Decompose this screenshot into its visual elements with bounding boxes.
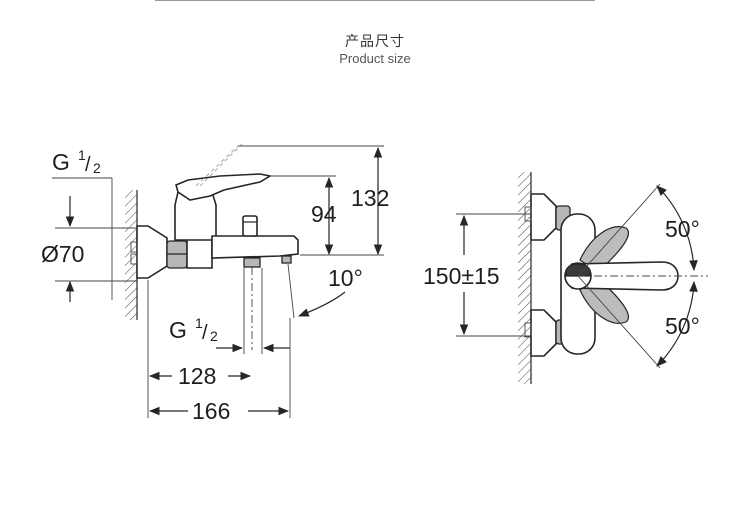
svg-text:G: G bbox=[169, 317, 187, 343]
title-english: Product size bbox=[339, 51, 411, 66]
wall-hatch-front bbox=[518, 172, 531, 384]
svg-text:G: G bbox=[52, 149, 70, 175]
dim-angle-bottom: 50° bbox=[665, 313, 700, 339]
dim-height-total: 132 bbox=[351, 185, 389, 211]
svg-text:1: 1 bbox=[195, 315, 203, 331]
dim-spacing: 150±15 bbox=[423, 263, 500, 289]
dim-angle-top: 50° bbox=[665, 216, 700, 242]
lever-ghost bbox=[195, 145, 239, 187]
aerator bbox=[281, 255, 292, 264]
front-view: 50° 50° 150±15 bbox=[423, 172, 708, 384]
spout bbox=[211, 235, 299, 259]
escutcheon-top bbox=[530, 193, 557, 241]
thread-label-bottom: G 1 / 2 bbox=[169, 315, 218, 344]
dim-height-outlet: 94 bbox=[311, 201, 337, 227]
svg-text:/: / bbox=[85, 154, 91, 176]
title-chinese: 产品尺寸 bbox=[345, 34, 405, 50]
escutcheon bbox=[136, 225, 168, 279]
svg-text:/: / bbox=[202, 322, 208, 344]
dim-depth-total: 166 bbox=[192, 398, 230, 424]
svg-text:2: 2 bbox=[210, 328, 218, 344]
diverter-knob bbox=[242, 215, 258, 237]
dim-angle: 10° bbox=[328, 265, 363, 291]
dim-depth-outlet: 128 bbox=[178, 363, 216, 389]
dim-diameter: Ø70 bbox=[41, 241, 84, 267]
svg-text:1: 1 bbox=[78, 147, 86, 163]
escutcheon-bottom bbox=[530, 309, 557, 357]
lever-ghost-bottom bbox=[579, 277, 629, 324]
svg-text:2: 2 bbox=[93, 160, 101, 176]
lever-handle bbox=[175, 173, 273, 201]
top-divider bbox=[155, 0, 595, 1]
shower-outlet bbox=[243, 257, 261, 268]
thread-label-top: G 1 / 2 bbox=[52, 147, 101, 176]
side-view: 132 94 10° G 1 / 2 Ø70 bbox=[41, 143, 389, 424]
